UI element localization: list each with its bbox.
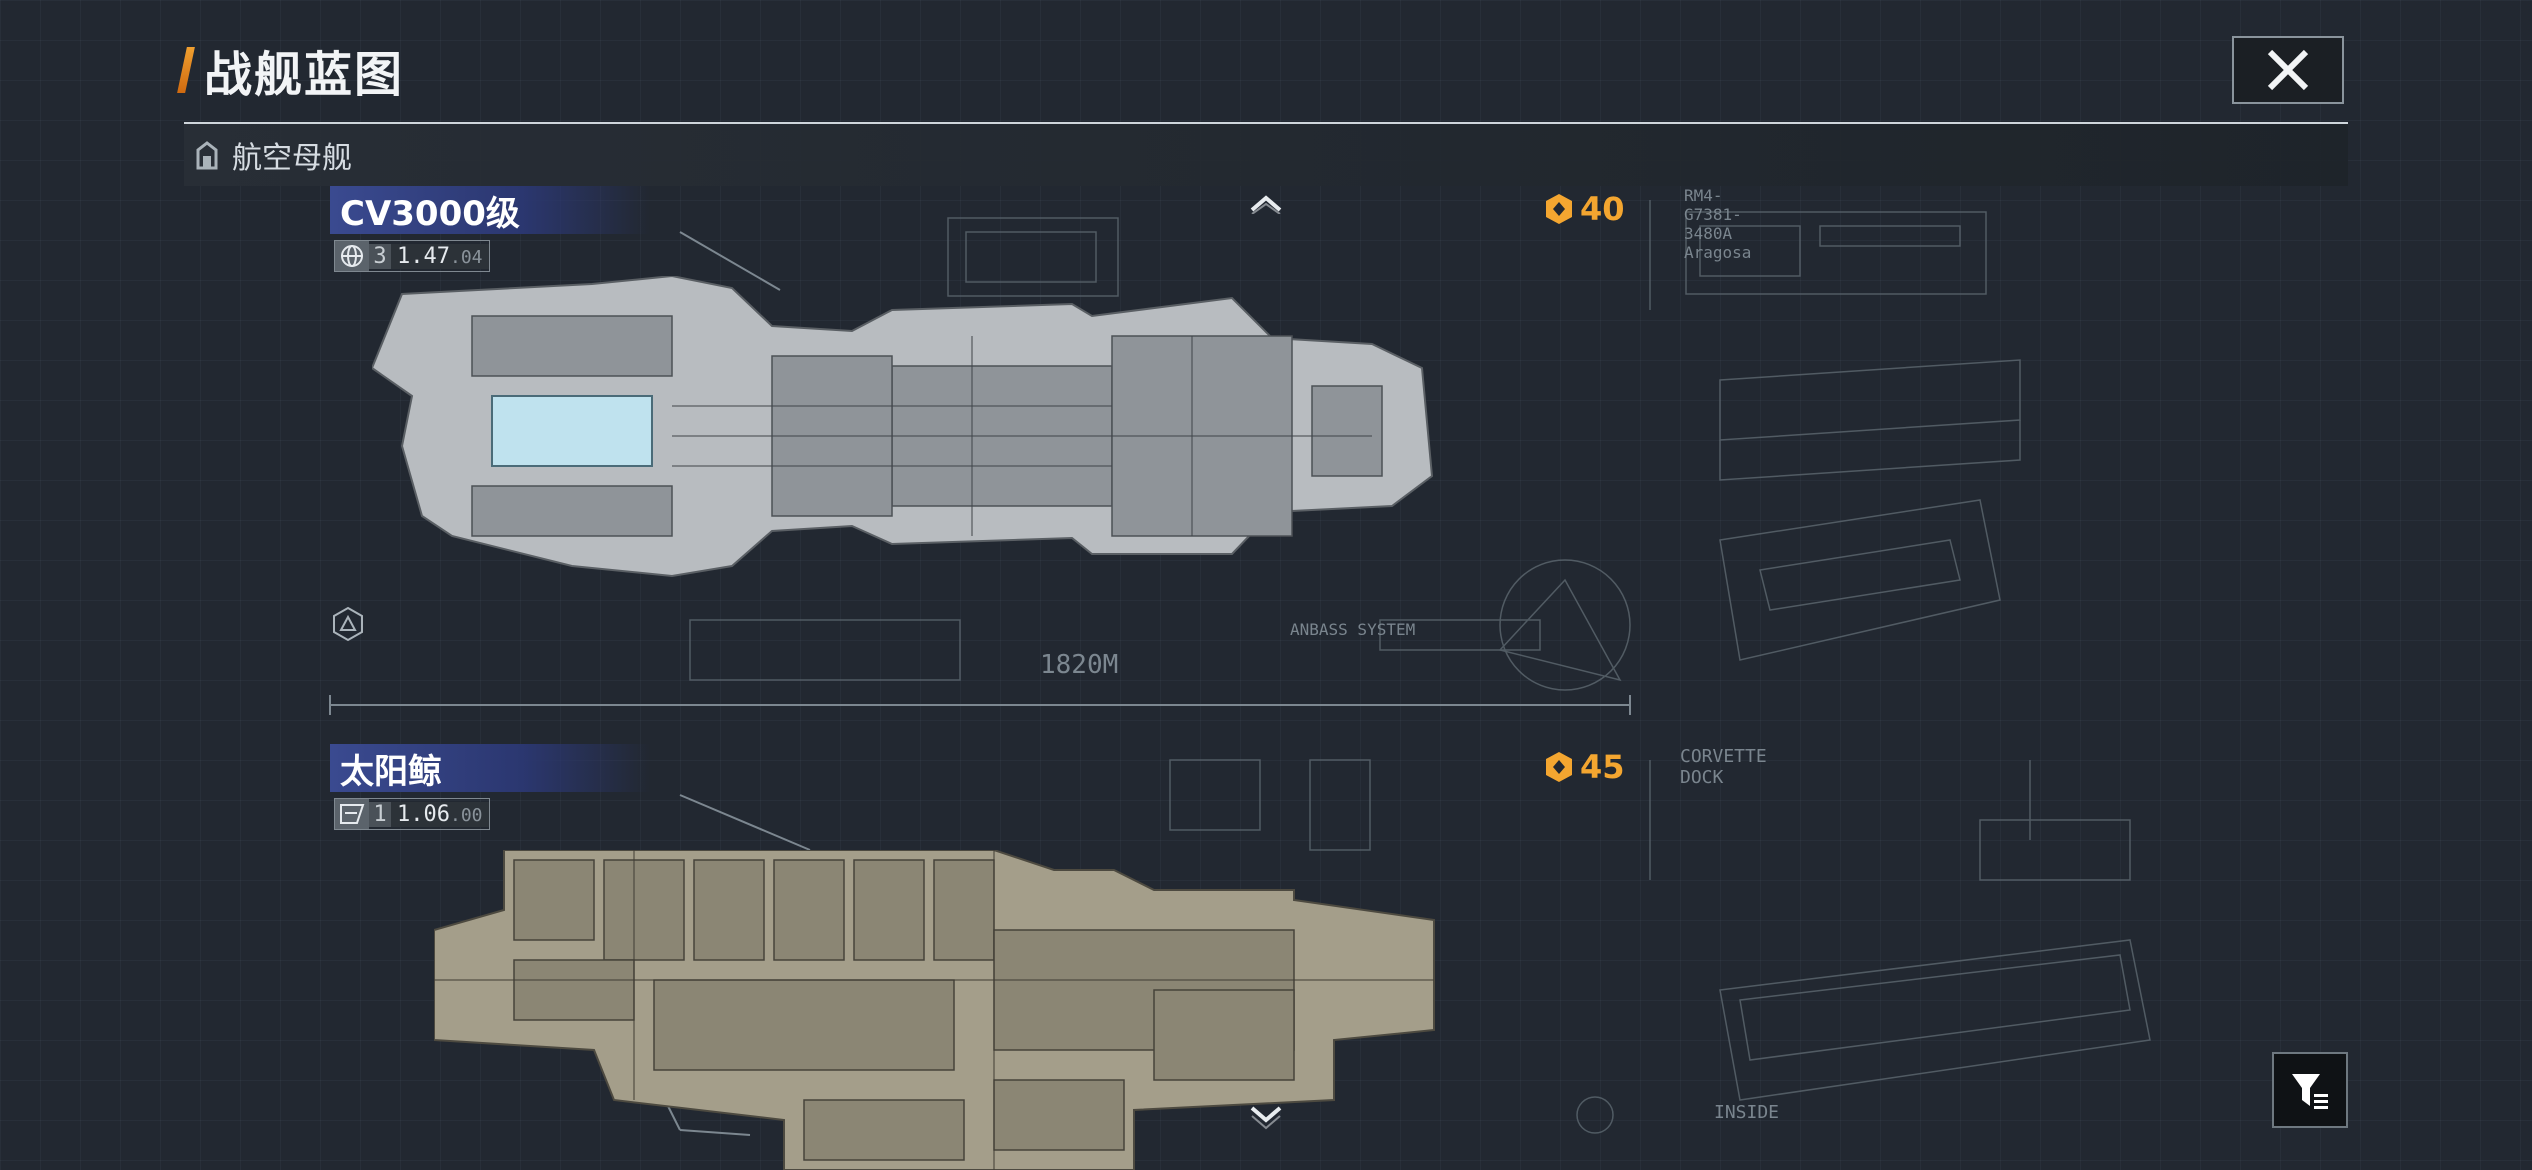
category-label: 航空母舰 [232, 141, 352, 176]
ship-stats: 3 1.47.04 [334, 240, 490, 272]
ship-image-sun-whale [434, 850, 1435, 1170]
close-icon [2267, 49, 2309, 91]
page-title-text: 战舰蓝图 [204, 47, 405, 103]
blueprint-token-icon [1546, 752, 1572, 782]
category-bar[interactable]: 航空母舰 [184, 122, 2348, 186]
model-label: RM4-G7381-3480A Aragosa [1684, 186, 1752, 262]
blueprint-token-icon [1546, 194, 1572, 224]
ship-name: 太阳鲸 [340, 751, 442, 792]
filter-button[interactable] [2272, 1052, 2348, 1128]
faction-icon [335, 799, 369, 829]
globe-icon [335, 241, 369, 271]
ship-cost: 40 [1542, 190, 1625, 228]
chevron-down-icon[interactable] [1248, 1104, 1284, 1130]
ship-cost-value: 45 [1580, 748, 1625, 786]
ship-card-cv3000[interactable]: CV3000级 3 1.47.04 40 [330, 186, 1751, 706]
ship-card-sun-whale[interactable]: 太阳鲸 1 1.06.00 45 CORVETTE DOCK INSIDE [330, 744, 1779, 1170]
inside-label: INSIDE [1714, 1102, 1780, 1123]
dock-label: CORVETTE DOCK [1680, 746, 1767, 788]
ship-name-tag: CV3000级 [330, 186, 650, 234]
ship-level: 3 [369, 243, 391, 269]
page-title: 战舰蓝图 [177, 38, 405, 103]
ship-value: 1.06.00 [391, 801, 489, 827]
ship-name-tag: 太阳鲸 [330, 744, 650, 792]
ship-cost-value: 40 [1580, 190, 1625, 228]
chevron-up-icon[interactable] [1248, 192, 1284, 214]
ship-image-cv3000 [372, 276, 1434, 578]
ship-name: CV3000级 [340, 193, 520, 234]
ship-stats: 1 1.06.00 [334, 798, 490, 830]
blueprint-caption: ANBASS SYSTEM [1290, 620, 1416, 639]
close-button[interactable] [2232, 36, 2344, 104]
triangle-icon[interactable] [330, 606, 366, 642]
filter-icon [2292, 1074, 2328, 1109]
ship-length-label: 1820M [1040, 650, 1119, 680]
hangar-icon [196, 141, 218, 170]
ship-cost: 45 [1542, 748, 1625, 786]
ship-level: 1 [369, 801, 391, 827]
ship-value: 1.47.04 [391, 243, 489, 269]
